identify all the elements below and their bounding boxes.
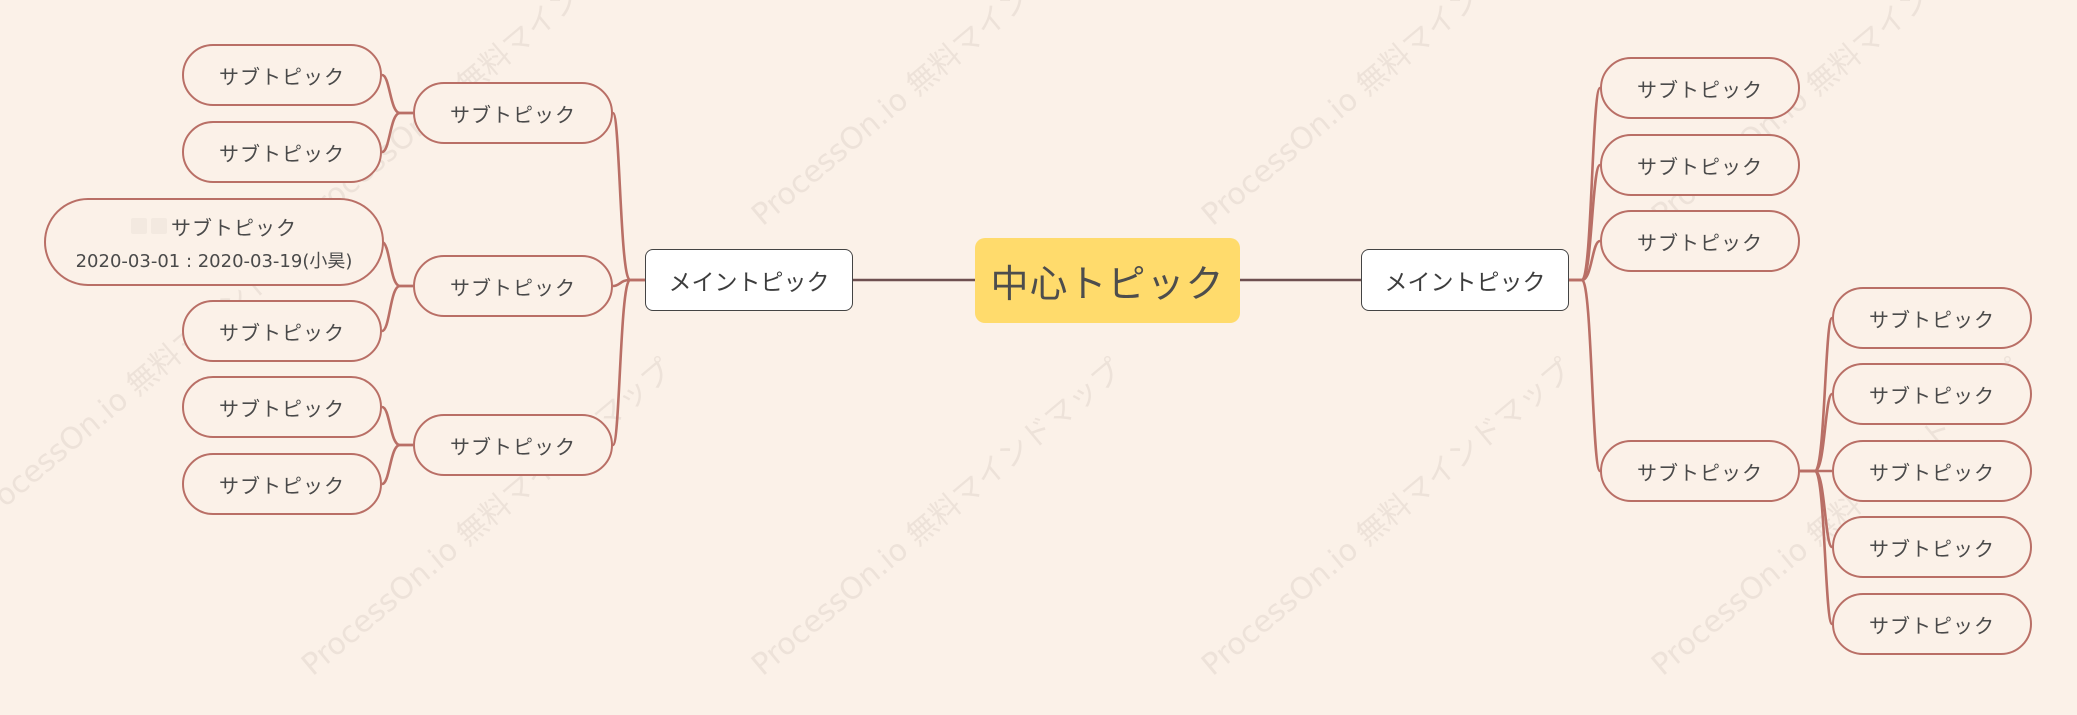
central-topic[interactable]: 中心トピック [975,238,1240,323]
subtopic-label: サブトピック [171,215,297,240]
connector-lsub2-child2 [381,284,413,333]
subtopic-left-3-1[interactable]: サブトピック [182,376,382,438]
subtopic-label: サブトピック [450,434,576,459]
connector-lsub1-child2 [381,111,413,154]
priority-icon [131,218,147,234]
subtopic-label: サブトピック [219,64,345,89]
subtopic-label: サブトピック [450,275,576,300]
subtopic-right-4-1[interactable]: サブトピック [1832,287,2032,349]
subtopic-left-2-1[interactable]: サブトピック 2020-03-01 : 2020-03-19(小昊) [44,198,384,286]
subtopic-right-4-3[interactable]: サブトピック [1832,440,2032,502]
connector-lsub1-child1 [381,73,413,115]
subtopic-label: サブトピック [1869,383,1995,408]
subtopic-label: サブトピック [1869,536,1995,561]
subtopic-left-3[interactable]: サブトピック [413,414,613,476]
subtopic-left-2[interactable]: サブトピック [413,255,613,317]
connector-lmain-sub3 [611,278,645,447]
subtopic-right-4-2[interactable]: サブトピック [1832,363,2032,425]
subtopic-label: サブトピック [1869,307,1995,332]
subtopic-label: サブトピック [219,396,345,421]
connector-lsub3-child1 [381,405,413,447]
connector-rsub4-child1 [1800,316,1834,473]
subtopic-label: サブトピック [1637,154,1763,179]
connector-lsub2-child1 [381,240,413,288]
subtopic-right-4-4[interactable]: サブトピック [1832,516,2032,578]
subtopic-label: サブトピック [1869,460,1995,485]
subtopic-right-4[interactable]: サブトピック [1600,440,1800,502]
subtopic-label: サブトピック [1637,77,1763,102]
subtopic-left-1[interactable]: サブトピック [413,82,613,144]
subtopic-left-1-2[interactable]: サブトピック [182,121,382,183]
subtopic-right-4-5[interactable]: サブトピック [1832,593,2032,655]
central-topic-label: 中心トピック [990,262,1225,306]
subtopic-right-3[interactable]: サブトピック [1600,210,1800,272]
connector-rsub4-child4 [1800,469,1834,549]
connector-lsub3-child2 [381,443,413,486]
connector-rsub4-child5 [1800,469,1834,626]
subtopic-title-row: サブトピック [131,212,297,241]
main-topic-left[interactable]: メイントピック [645,249,853,311]
connector-lmain-sub1 [611,111,645,282]
subtopic-label: サブトピック [450,102,576,127]
subtopic-right-2[interactable]: サブトピック [1600,134,1800,196]
subtopic-left-1-1[interactable]: サブトピック [182,44,382,106]
main-topic-label: メイントピック [668,270,830,296]
subtopic-label: サブトピック [1637,230,1763,255]
task-date-range: 2020-03-01 : 2020-03-19(小昊) [75,250,353,272]
subtopic-label: サブトピック [1869,613,1995,638]
connector-rmain-sub4 [1569,278,1602,473]
main-topic-right[interactable]: メイントピック [1361,249,1569,311]
main-topic-label: メイントピック [1384,270,1546,296]
subtopic-right-1[interactable]: サブトピック [1600,57,1800,119]
subtopic-label: サブトピック [219,141,345,166]
connector-rmain-sub2 [1569,163,1602,282]
connector-rsub4-child2 [1800,392,1834,473]
subtopic-label: サブトピック [219,320,345,345]
progress-icon [151,218,167,234]
subtopic-left-3-2[interactable]: サブトピック [182,453,382,515]
subtopic-label: サブトピック [219,473,345,498]
subtopic-label: サブトピック [1637,460,1763,485]
subtopic-left-2-2[interactable]: サブトピック [182,300,382,362]
